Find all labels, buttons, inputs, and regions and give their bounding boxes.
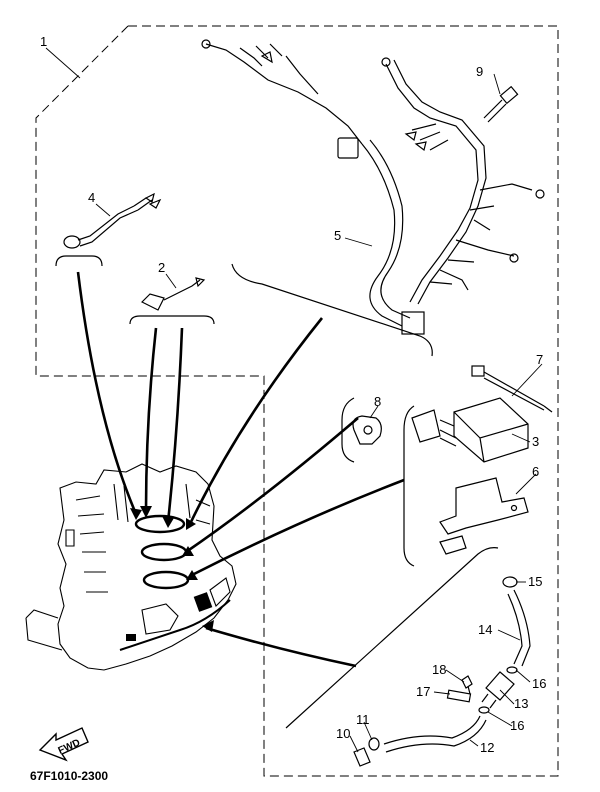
callout-15: 15	[528, 574, 542, 589]
callout-6: 6	[532, 464, 539, 479]
callout-16a: 16	[532, 676, 546, 691]
assembly-boundary-upper	[35, 25, 559, 777]
part-6-bracket	[439, 477, 529, 555]
part-13-filter	[481, 671, 515, 709]
callout-10: 10	[336, 726, 350, 741]
callout-12: 12	[480, 740, 494, 755]
mount-block-small	[126, 634, 136, 641]
part-16-clips	[478, 666, 518, 714]
callout-9: 9	[476, 64, 483, 79]
callout-2: 2	[158, 260, 165, 275]
callout-8: 8	[374, 394, 381, 409]
part-15-clip	[502, 576, 518, 588]
callout-3: 3	[532, 434, 539, 449]
callout-7: 7	[536, 352, 543, 367]
fwd-arrow-icon: FWD	[38, 727, 89, 762]
part-17-nipple	[446, 689, 472, 703]
arrowheads	[130, 506, 214, 632]
routing-arrows	[76, 271, 405, 668]
engine-block	[25, 463, 237, 671]
leader-lines	[45, 47, 543, 753]
part-4-sensor-lead	[63, 192, 162, 249]
part-18-bolt	[461, 675, 473, 695]
group-bracket-part-2	[129, 315, 215, 325]
part-12-hose	[383, 715, 487, 753]
part-code: 67F1010-2300	[30, 769, 108, 783]
callout-18: 18	[432, 662, 446, 677]
callout-labels: 1 2 3 4 5 6 7 8 9 10 11 12 13 14 15 16 1…	[40, 34, 546, 755]
callout-16b: 16	[510, 718, 524, 733]
part-11-clip	[368, 737, 380, 751]
part-2-thermo-switch	[140, 277, 206, 311]
callout-13: 13	[514, 696, 528, 711]
part-10-fitting	[353, 747, 371, 767]
callout-4: 4	[88, 190, 95, 205]
group-bracket-parts-3-6	[403, 405, 415, 567]
part-3-control-unit	[411, 397, 529, 463]
group-bracket-part-4	[55, 255, 103, 267]
part-8-clamp	[352, 415, 382, 445]
harness-cable-lower	[119, 599, 231, 651]
part-7-cable-tie	[471, 365, 553, 413]
callout-5: 5	[334, 228, 341, 243]
mount-block	[193, 592, 213, 612]
callout-17: 17	[416, 684, 430, 699]
harness-loops	[134, 514, 190, 590]
group-bracket-part-5	[231, 263, 433, 357]
callout-1: 1	[40, 34, 47, 49]
part-14-hose	[507, 589, 531, 667]
group-bracket-parts-10-18	[285, 547, 499, 729]
callout-11: 11	[356, 712, 370, 727]
part-5-wire-harness	[201, 39, 545, 335]
callout-14: 14	[478, 622, 492, 637]
part-9-cable-tie	[483, 85, 519, 123]
